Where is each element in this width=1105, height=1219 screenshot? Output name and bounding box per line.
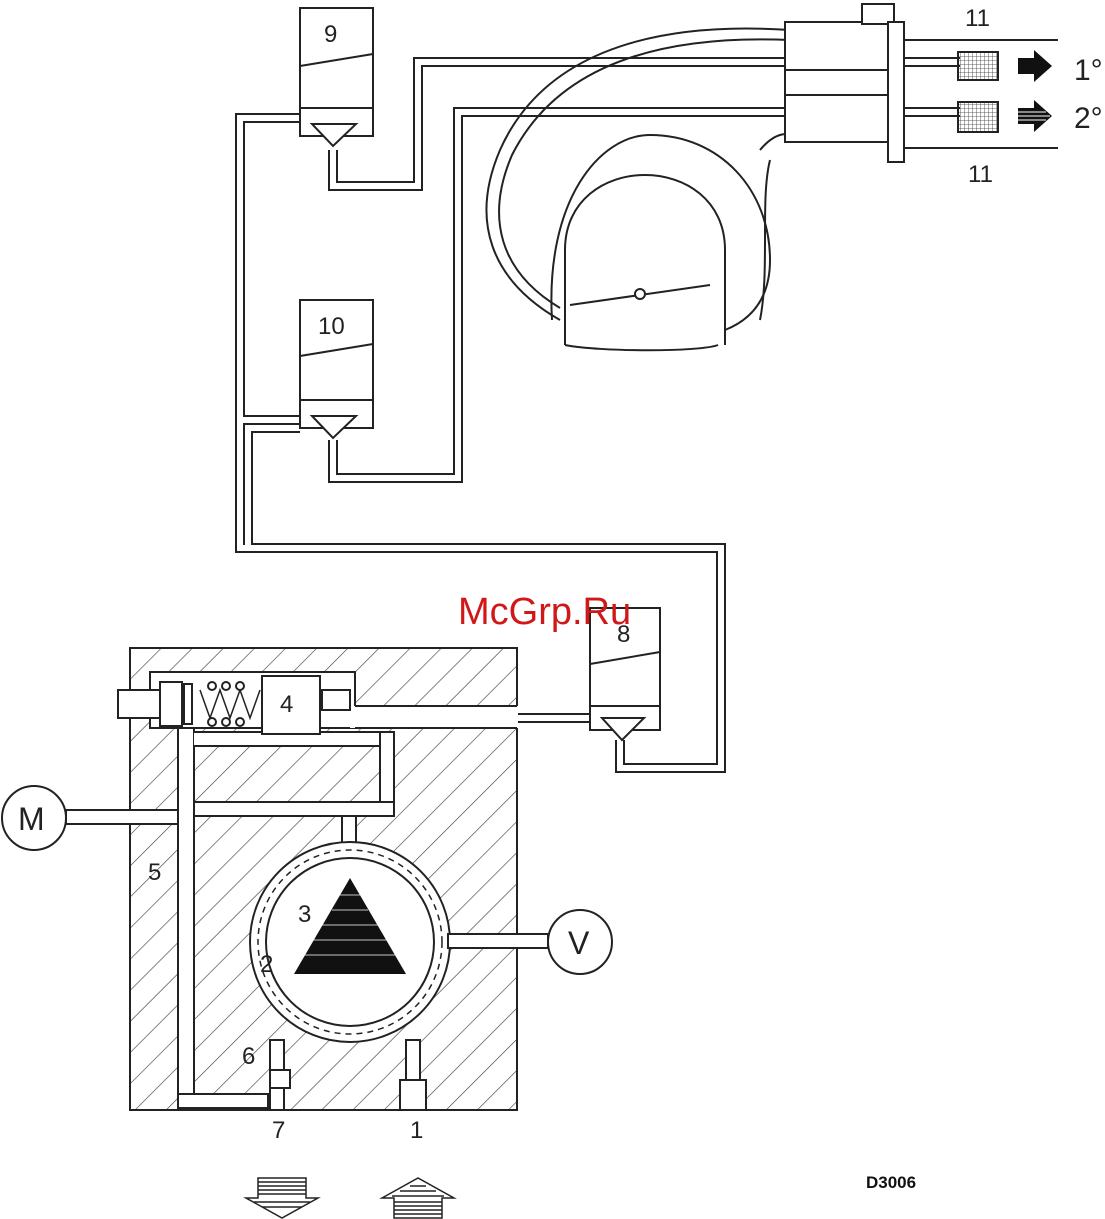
label-part-2: 2: [260, 951, 273, 978]
label-valve-9: 9: [324, 21, 337, 48]
label-valve-10: 10: [318, 313, 345, 340]
nozzle-1: [958, 52, 998, 80]
label-part-5: 5: [148, 859, 161, 886]
label-nozzle-11-bottom: 11: [968, 161, 993, 188]
label-part-6: 6: [242, 1043, 255, 1070]
label-part-3: 3: [298, 901, 311, 928]
nozzle-2: [958, 102, 998, 132]
watermark: McGrp.Ru: [458, 591, 631, 633]
label-stage-2: 2°: [1074, 102, 1103, 135]
suction-arrow-icon: [382, 1178, 454, 1218]
label-gauge-m: M: [18, 801, 45, 837]
drawing-code: D3006: [866, 1173, 916, 1192]
flow-arrow-stage-1: [1018, 50, 1052, 82]
label-nozzle-11-top: 11: [965, 5, 990, 32]
label-part-4: 4: [280, 691, 293, 718]
flow-arrow-stage-2: [1018, 100, 1052, 132]
return-arrow-icon: [246, 1178, 318, 1218]
label-gauge-v: V: [568, 925, 590, 961]
label-stage-1: 1°: [1074, 54, 1103, 87]
label-port-7: 7: [272, 1117, 285, 1144]
label-port-1: 1: [410, 1117, 423, 1144]
